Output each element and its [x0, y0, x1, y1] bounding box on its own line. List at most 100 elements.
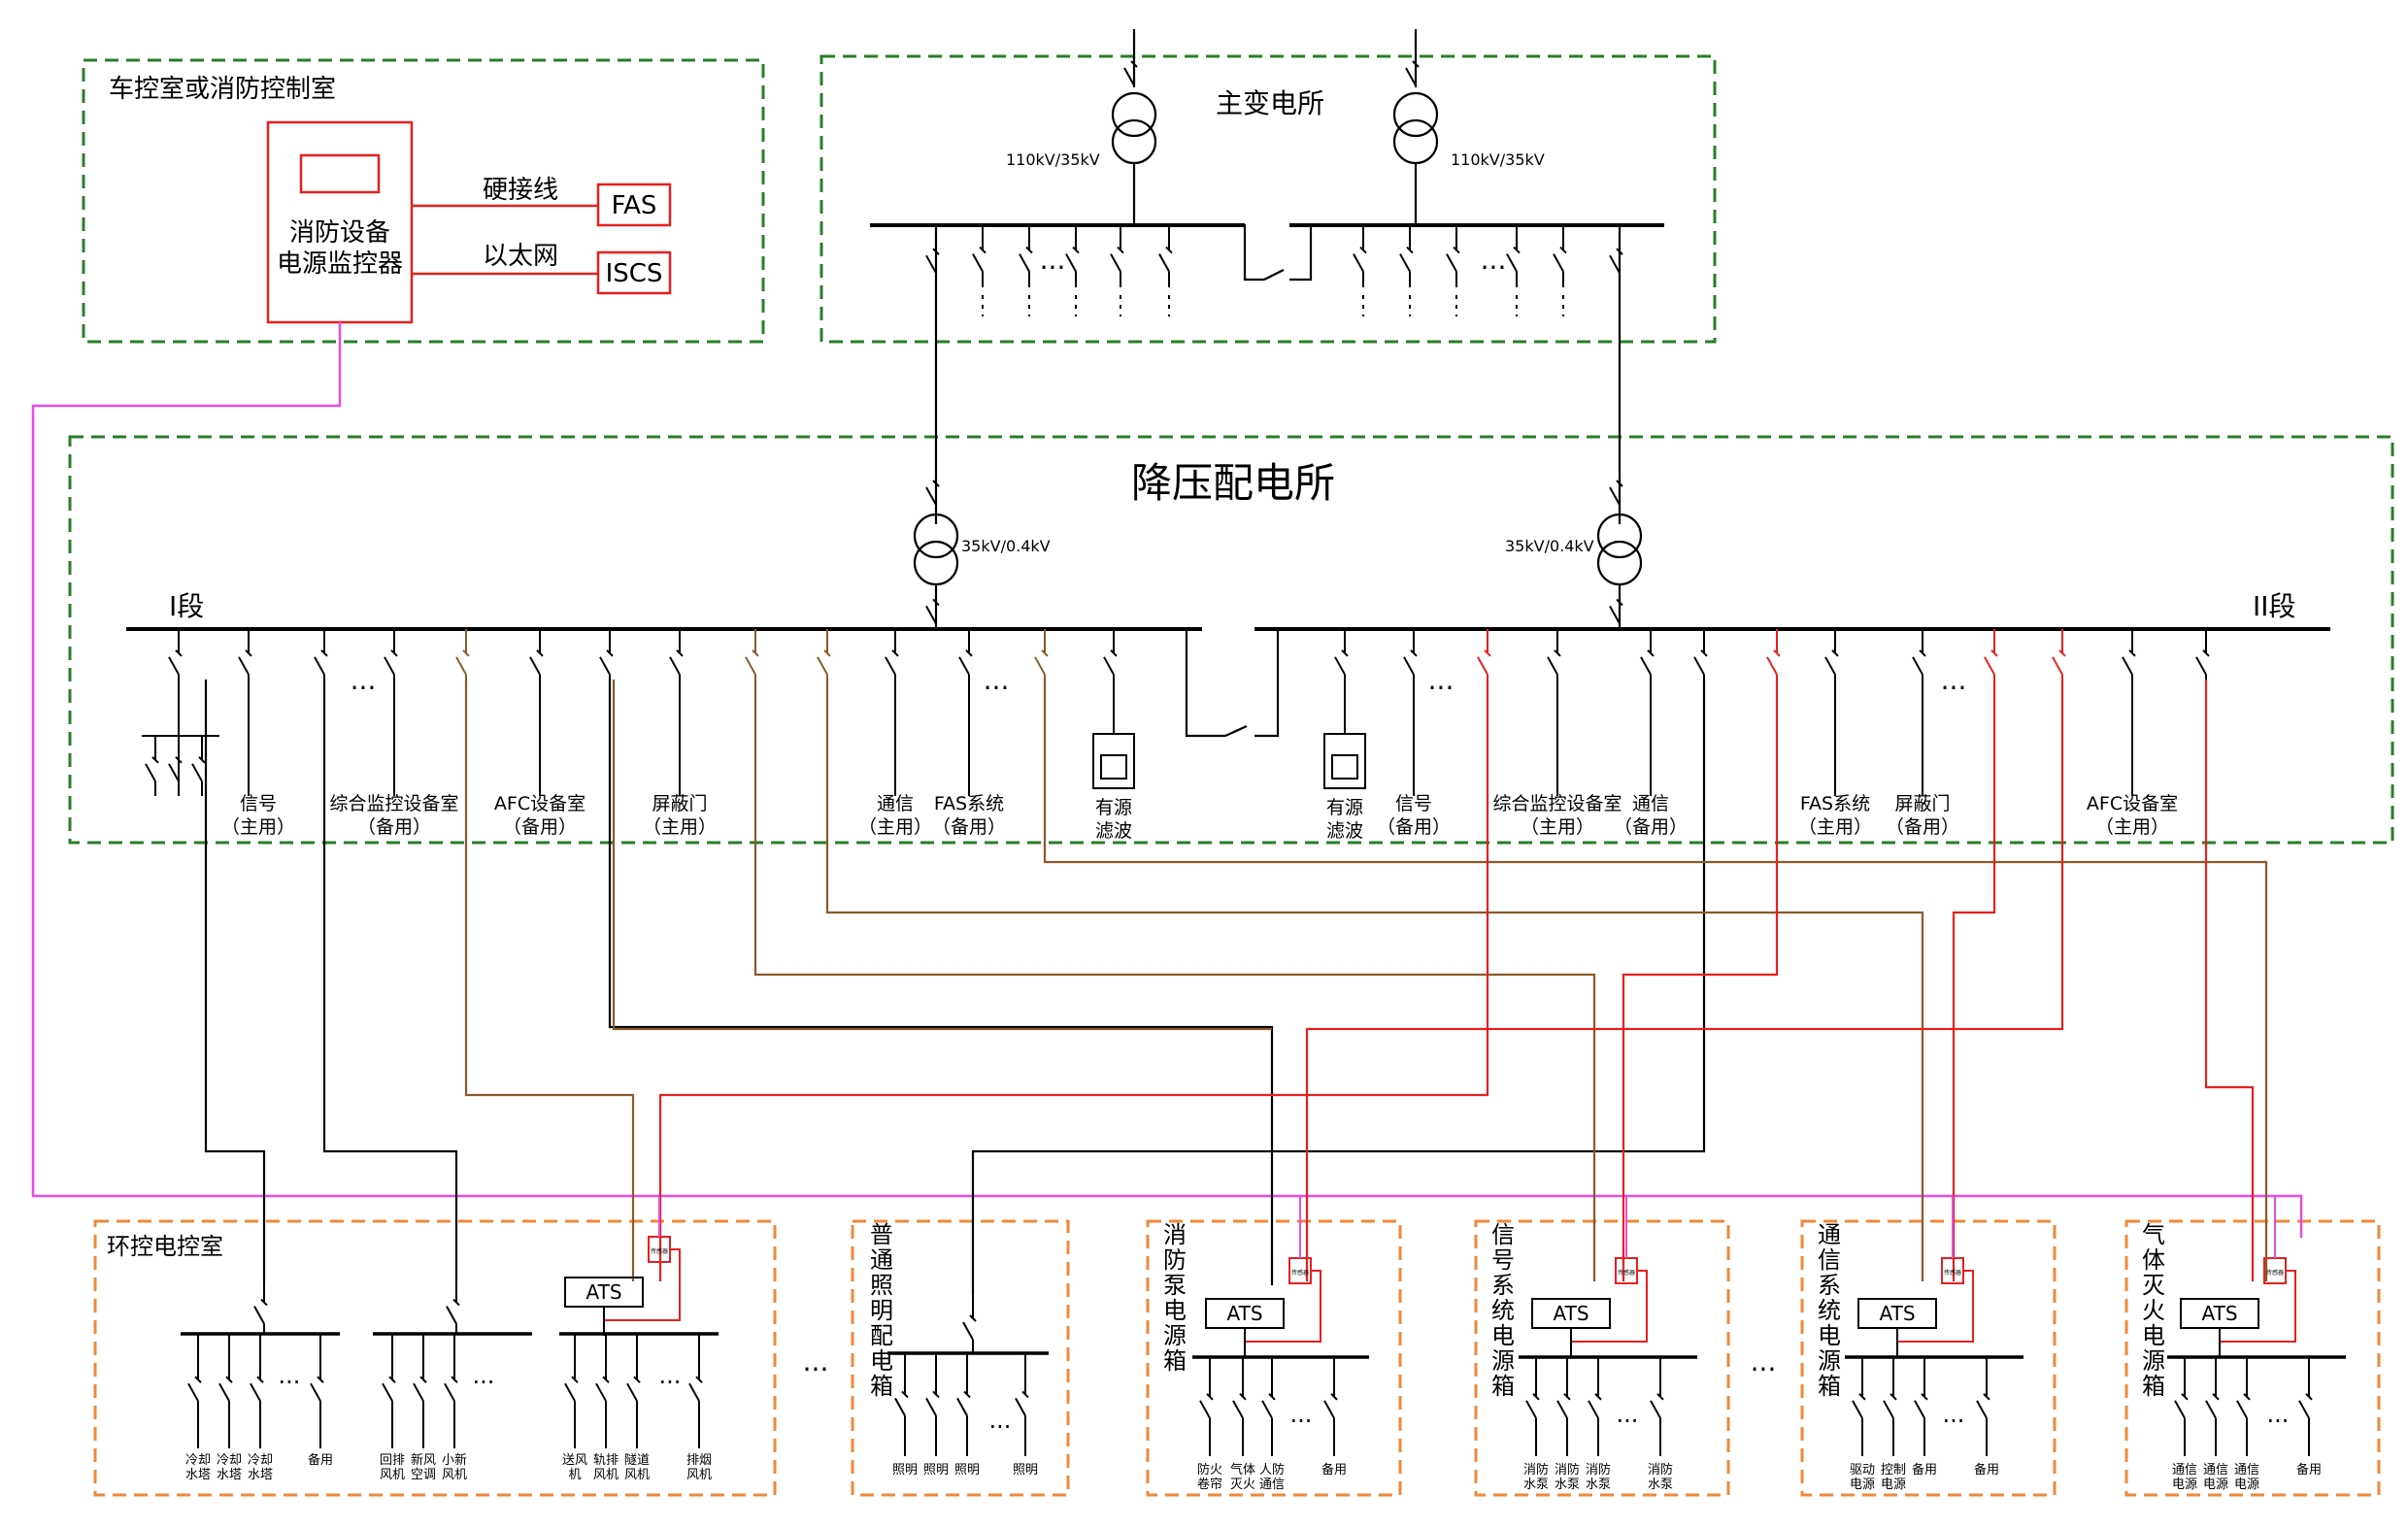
- load-label: 照明: [892, 1463, 918, 1477]
- breaker-icon: [925, 584, 940, 629]
- step-down-substation: [126, 464, 2330, 738]
- box-title-char: 明: [870, 1297, 893, 1324]
- box-title-char: 源: [1491, 1347, 1515, 1375]
- breaker-icon: [1015, 1353, 1029, 1456]
- load-label: 驱动: [1850, 1463, 1875, 1477]
- main-right-transformer-label: 110kV/35kV: [1451, 150, 1545, 169]
- signal-box: [1474, 1219, 1730, 1497]
- main-substation-feeders: [925, 49, 1623, 316]
- load-label: 消防: [1523, 1462, 1549, 1477]
- load-label: 人防: [1259, 1462, 1285, 1477]
- ats-label: ATS: [1226, 1302, 1262, 1325]
- load-label: 轨排: [593, 1453, 619, 1468]
- feeder-label: （主用）: [1521, 816, 1594, 838]
- feeder-label: 综合监控设备室: [1492, 793, 1622, 814]
- box-title-char: 号: [1491, 1246, 1515, 1274]
- breaker-icon: [1065, 225, 1080, 287]
- box-title-char: 系: [1818, 1272, 1841, 1299]
- breaker-icon: [382, 1334, 396, 1448]
- breaker-icon: [446, 1281, 460, 1334]
- breaker-icon: [894, 1353, 909, 1456]
- box-title-char: 统: [1818, 1297, 1841, 1324]
- breaker-icon: [218, 1334, 233, 1448]
- filter-left-label-2: 滤波: [1095, 820, 1132, 842]
- routing-cables: [204, 680, 2268, 1295]
- load-label: 冷却: [217, 1453, 242, 1468]
- fas-box: [596, 183, 672, 227]
- load-label: 风机: [624, 1468, 650, 1482]
- breaker-icon: [529, 629, 544, 689]
- monitor-label-2: 电源监控器: [277, 249, 403, 279]
- breaker-icon: [626, 1334, 641, 1448]
- breaker-icon: [444, 1334, 458, 1448]
- breaker-icon: [1399, 225, 1414, 287]
- box-title-char: 照: [870, 1272, 893, 1299]
- breaker-icon: [925, 456, 940, 524]
- segment-2-label: II段: [2253, 590, 2296, 622]
- load-label: 通信: [2203, 1463, 2228, 1477]
- feeder-label: AFC设备室: [2087, 793, 2178, 814]
- control-room-box: [82, 58, 765, 344]
- ellipsis: ···: [279, 1369, 301, 1396]
- main-ellipsis-left: ···: [1040, 251, 1066, 283]
- bottom-boxes: ATS传感器ATS传感器ATS传感器ATS传感器ATS传感器··········…: [181, 1196, 2346, 1456]
- control-room: 车控室或消防控制室 消防设备 电源监控器 硬接线 以太网 FAS ISCS: [109, 75, 672, 324]
- breaker-icon: [1824, 629, 1839, 689]
- breaker-icon: [925, 1353, 940, 1456]
- breaker-icon: [1588, 1357, 1602, 1456]
- feeder-label: （主用）: [2095, 816, 2169, 838]
- load-label: 新风: [411, 1452, 436, 1468]
- monitor-bus: [31, 322, 2303, 1238]
- breaker-icon: [2298, 1357, 2313, 1456]
- breaker-icon: [168, 736, 183, 796]
- breaker-icon: [1609, 584, 1623, 629]
- box-title-char: 源: [1163, 1322, 1187, 1349]
- breaker-icon: [925, 225, 940, 291]
- breaker-icon: [958, 629, 973, 689]
- breaker-icon: [1323, 1357, 1338, 1456]
- step-down-right-transformer: 35kV/0.4kV: [1505, 537, 1594, 555]
- ellipsis: ···: [351, 672, 377, 704]
- ats-label: ATS: [1553, 1302, 1589, 1325]
- bottom-ellipsis: ···: [1751, 1353, 1777, 1385]
- box-title-char: 体: [2142, 1246, 2165, 1274]
- feeder-label: （主用）: [221, 816, 295, 838]
- box-title-char: 系: [1491, 1272, 1515, 1299]
- box-title-char: 箱: [1818, 1373, 1841, 1400]
- box-title-char: 防: [1163, 1246, 1187, 1274]
- breaker-icon: [688, 1334, 703, 1448]
- load-label: 隧道: [624, 1452, 650, 1468]
- breaker-icon: [1852, 1357, 1866, 1456]
- feeder-label: 屏蔽门: [1894, 793, 1950, 814]
- gas-box: [2124, 1219, 2381, 1497]
- ellipsis: ···: [989, 1413, 1012, 1441]
- load-label: 照明: [923, 1463, 949, 1477]
- ellipsis: ···: [2267, 1408, 2290, 1435]
- env-room-title: 环控电控室: [107, 1233, 223, 1260]
- breaker-icon: [1506, 225, 1521, 287]
- breaker-icon: [1446, 225, 1460, 287]
- box-title-char: 配: [870, 1322, 893, 1349]
- sensor-label: 传感器: [1618, 1269, 1635, 1277]
- box-title-char: 信: [1491, 1221, 1515, 1248]
- ellipsis: ···: [1941, 672, 1967, 704]
- breaker-icon: [972, 225, 987, 287]
- breaker-icon: [1609, 456, 1623, 524]
- load-label: 备用: [1974, 1462, 1999, 1477]
- breaker-icon: [885, 629, 899, 689]
- breaker-icon: [2205, 1357, 2220, 1456]
- ats-label: ATS: [1879, 1302, 1915, 1325]
- ellipsis: ···: [1290, 1408, 1313, 1435]
- load-label: 水泵: [1586, 1477, 1611, 1492]
- feeder-label: 屏蔽门: [652, 793, 707, 814]
- region-boxes: [68, 54, 2394, 1497]
- ellipsis: ···: [1617, 1408, 1639, 1435]
- load-label: 冷却: [248, 1453, 273, 1468]
- breaker-icon: [956, 1353, 971, 1456]
- iscs-link-label: 以太网: [483, 242, 558, 271]
- box-title-char: 箱: [1163, 1347, 1187, 1375]
- feeder-labels-left: 信号 （主用） 综合监控设备室 （备用） AFC设备室 （备用） 屏蔽门 （主用…: [221, 793, 1006, 838]
- ellipsis: ···: [984, 672, 1010, 704]
- breaker-icon: [669, 629, 684, 689]
- breaker-icon: [168, 629, 183, 689]
